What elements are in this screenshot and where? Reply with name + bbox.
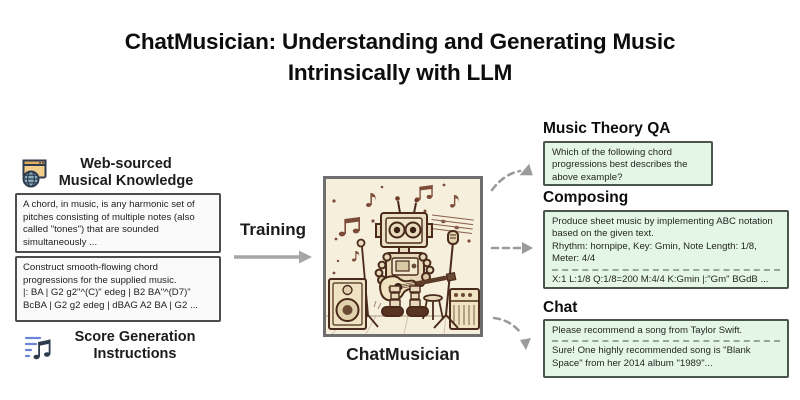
web-sourced-knowledge-heading: Web-sourced Musical Knowledge xyxy=(58,156,194,189)
chatmusician-robot-illustration xyxy=(323,176,483,337)
chat-box: Please recommend a song from Taylor Swif… xyxy=(543,319,789,378)
chat-response-text: Sure! One highly recommended song is "Bl… xyxy=(552,345,751,369)
chat-prompt-text: Please recommend a song from Taylor Swif… xyxy=(552,325,743,336)
music-score-icon xyxy=(24,333,52,361)
dashed-divider xyxy=(552,340,780,343)
music-theory-qa-box: Which of the following chord progression… xyxy=(543,141,713,186)
score-instructions-box: Construct smooth-flowing chord progressi… xyxy=(15,256,221,322)
dashed-output-arrows-icon xyxy=(486,160,544,360)
web-browser-globe-icon xyxy=(21,158,48,189)
dashed-divider xyxy=(552,268,780,271)
score-generation-heading: Score Generation Instructions xyxy=(74,329,196,362)
composing-prompt-text: Produce sheet music by implementing ABC … xyxy=(552,216,773,265)
composing-response-text: X:1 L:1/8 Q:1/8=200 M:4/4 K:Gmin |:"Gm" … xyxy=(552,273,769,285)
composing-box: Produce sheet music by implementing ABC … xyxy=(543,210,789,289)
figure-title: ChatMusician: Understanding and Generati… xyxy=(124,29,676,85)
training-label: Training xyxy=(239,220,307,239)
model-name-label: ChatMusician xyxy=(346,344,460,364)
training-arrow-icon xyxy=(231,248,315,266)
music-theory-qa-heading: Music Theory QA xyxy=(543,120,671,137)
composing-heading: Composing xyxy=(543,189,629,206)
qa-prompt-text: Which of the following chord progression… xyxy=(552,147,688,183)
musical-knowledge-box: A chord, in music, is any harmonic set o… xyxy=(15,193,221,253)
chat-heading: Chat xyxy=(543,299,578,316)
